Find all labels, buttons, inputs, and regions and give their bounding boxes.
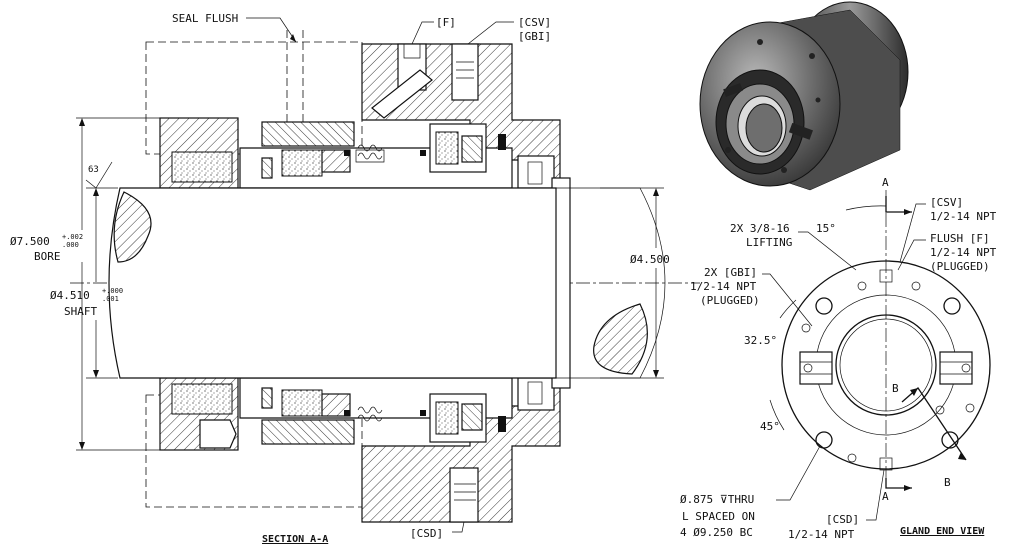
port-f-callout: [F] <box>411 16 456 45</box>
gbi-note: (PLUGGED) <box>700 294 760 307</box>
csv-tag: [CSV] <box>930 196 963 209</box>
shaft-dim-text: Ø4.510 <box>50 289 90 302</box>
drive-collar-bottom <box>517 377 555 411</box>
angle-15: 15° <box>816 222 836 235</box>
bore-dimension: Ø7.500 +.002 .000 BORE <box>10 117 160 451</box>
bolt-hole-4 <box>941 431 959 449</box>
bore-tol-upper: +.002 <box>62 233 83 241</box>
od-dimension: Ø4.500 <box>600 187 670 379</box>
angle-32: 32.5° <box>744 334 777 347</box>
section-line-b <box>901 387 967 461</box>
lifting-callout: 2X 3/8-16 LIFTING <box>730 222 857 271</box>
gland-end-view: A A B B <box>680 176 997 541</box>
outboard-face-bottom <box>435 401 459 435</box>
port-gbi-text: [GBI] <box>518 30 551 43</box>
gland-view-title: GLAND END VIEW <box>900 526 985 537</box>
section-title: SECTION A-A <box>262 534 328 545</box>
lifting-line2: LIFTING <box>746 236 792 249</box>
shaft-dimension: Ø4.510 +.000 .001 SHAFT <box>50 187 123 379</box>
thru-hole-callout: Ø.875 ⊽THRU L SPACED ON 4 Ø9.250 BC <box>680 445 821 539</box>
section-b-left: B <box>892 382 899 395</box>
flush-callout: FLUSH [F] 1/2-14 NPT (PLUGGED) <box>897 232 997 273</box>
angle-45: 45° <box>760 420 780 433</box>
setting-clip-left <box>799 351 833 385</box>
section-a-bottom: A <box>882 490 889 503</box>
csv-thread: 1/2-14 NPT <box>930 210 997 223</box>
port-csv-callout: [CSV] [GBI] <box>467 16 551 45</box>
bore-tol-lower: .000 <box>62 241 79 249</box>
flush-thread: 1/2-14 NPT <box>930 246 997 259</box>
gbi-callout: 2X [GBI] 1/2-14 NPT (PLUGGED) <box>690 266 813 327</box>
gbi-thread: 1/2-14 NPT <box>690 280 757 293</box>
inboard-face-bottom <box>281 389 323 417</box>
flush-note: (PLUGGED) <box>930 260 990 273</box>
shaft-text: SHAFT <box>64 305 97 318</box>
csv-callout: [CSV] 1/2-14 NPT <box>899 196 997 263</box>
outboard-face-top <box>435 131 459 165</box>
section-b-right: B <box>944 476 951 489</box>
seal-flush-callout: SEAL FLUSH <box>172 12 297 43</box>
bolt-hole-1 <box>815 297 833 315</box>
gland-outer-circle <box>781 260 991 470</box>
bore-dim-text: Ø7.500 <box>10 235 50 248</box>
drive-collar-top <box>517 155 555 189</box>
shaft-tol-upper: +.000 <box>102 287 123 295</box>
surface-finish-text: 63 <box>88 165 99 175</box>
inboard-face-top <box>281 149 323 177</box>
thru-line2: L SPACED ON <box>682 510 755 523</box>
csd-tag: [CSD] <box>826 513 859 526</box>
shaft-break-left <box>113 191 152 263</box>
setting-clip-right <box>939 351 973 385</box>
csd-callout: [CSD] 1/2-14 NPT <box>788 469 885 541</box>
thru-line1: Ø.875 ⊽THRU <box>680 493 754 506</box>
shaft <box>108 187 557 379</box>
surface-finish-symbol: 63 <box>85 161 113 189</box>
flush-tag: FLUSH [F] <box>930 232 990 245</box>
port-csv-text: [CSV] <box>518 16 551 29</box>
bore-text: BORE <box>34 250 61 263</box>
port-csv <box>451 43 479 101</box>
shaft-break-right <box>593 303 648 375</box>
port-csd <box>449 467 479 523</box>
section-view: Ø7.500 +.002 .000 BORE Ø4.510 +.000 .001… <box>10 12 700 545</box>
port-csd-callout: [CSD] <box>410 521 465 540</box>
shaft-end <box>556 187 666 379</box>
gland-bore-circle <box>835 314 937 416</box>
csd-thread: 1/2-14 NPT <box>788 528 855 541</box>
od-dim-text: Ø4.500 <box>630 253 670 266</box>
port-f-text: [F] <box>436 16 456 29</box>
bolt-hole-3 <box>815 431 833 449</box>
port-csd-text: [CSD] <box>410 527 443 540</box>
thru-line3: 4 Ø9.250 BC <box>680 526 753 539</box>
shaft-tol-lower: .001 <box>102 295 119 303</box>
gbi-tag: 2X [GBI] <box>704 266 757 279</box>
seal-flush-text: SEAL FLUSH <box>172 12 238 25</box>
section-a-top: A <box>882 176 889 189</box>
iso-view <box>699 1 909 191</box>
lifting-line1: 2X 3/8-16 <box>730 222 790 235</box>
bolt-hole-2 <box>943 297 961 315</box>
